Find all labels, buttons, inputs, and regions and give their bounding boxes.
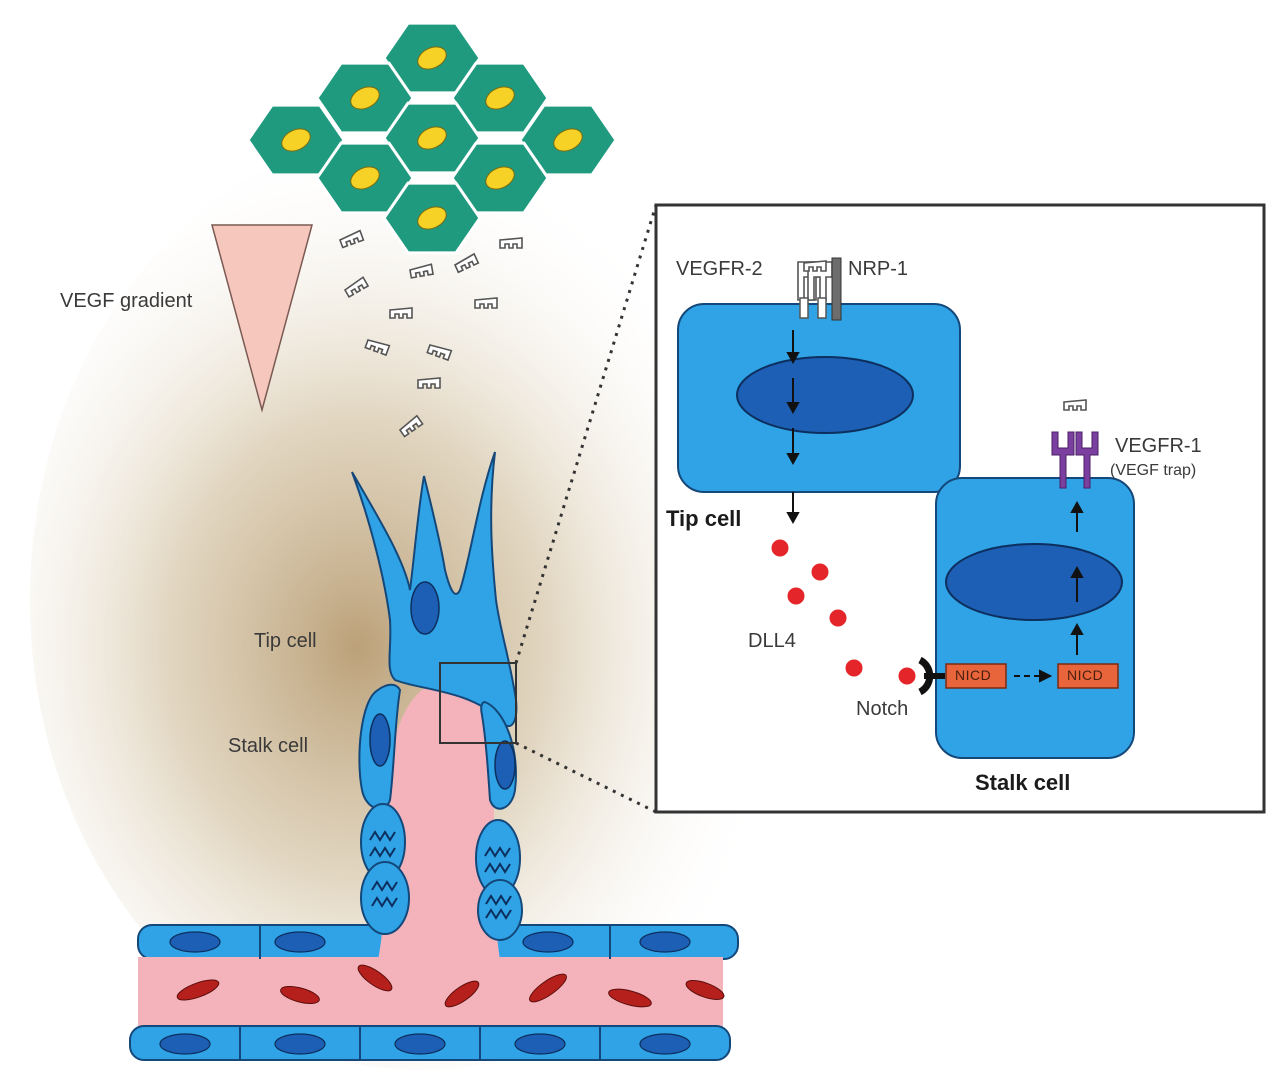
tissue-cell-nucleus xyxy=(417,46,447,70)
dll4-label: DLL4 xyxy=(748,630,796,652)
vegf-molecule-icon xyxy=(474,297,498,309)
tip-cell-nucleus xyxy=(410,581,440,635)
vegfr2-receptor-icon xyxy=(797,260,833,319)
inset-stalk-cell-label: Stalk cell xyxy=(975,770,1071,795)
tissue-cells xyxy=(246,21,618,255)
nrp1-receptor-icon xyxy=(831,257,842,321)
dividing-cells-right xyxy=(475,819,523,941)
tissue-cell-nucleus xyxy=(553,128,583,152)
vegf-trapped-icon xyxy=(1063,399,1087,411)
tissue-cell-nucleus xyxy=(281,128,311,152)
nrp1-label: NRP-1 xyxy=(848,258,909,280)
notch-receptor-icon xyxy=(918,656,945,696)
zoom-region-box xyxy=(439,662,517,744)
vegfr2-label: VEGFR-2 xyxy=(676,258,763,280)
notch-label: Notch xyxy=(856,698,909,720)
vegfr1-label: VEGFR-1 xyxy=(1115,435,1202,457)
vegf-trap-label: (VEGF trap) xyxy=(1110,462,1197,479)
stalk-nucleus-left xyxy=(369,713,391,767)
nicd-translocation-arrow xyxy=(1014,669,1053,683)
vegf-gradient-label: VEGF gradient xyxy=(60,290,193,312)
vegf-molecule-icon xyxy=(499,237,523,249)
stalk-nucleus-right xyxy=(494,740,516,790)
dll4-ligand-icons xyxy=(768,536,919,688)
tip-cell-label: Tip cell xyxy=(254,630,317,652)
tissue-cell-nucleus xyxy=(417,206,447,230)
tissue-cell-nucleus xyxy=(485,86,515,110)
nicd-box-right xyxy=(1057,663,1119,689)
inset-tip-cell-label: Tip cell xyxy=(666,506,742,531)
tissue-cell-nucleus xyxy=(350,166,380,190)
stalk-cell-label: Stalk cell xyxy=(228,735,309,757)
nicd-left-label: NICD xyxy=(955,667,992,683)
nicd-box-left xyxy=(945,663,1007,689)
nicd-right-label: NICD xyxy=(1067,667,1104,683)
stalk-cell-signal-arrows xyxy=(1070,500,1084,655)
tissue-cell-nucleus xyxy=(417,126,447,150)
vegf-molecule-icon xyxy=(417,377,441,389)
tip-cell-signal-arrows xyxy=(786,330,800,525)
inset-panel xyxy=(654,203,1266,814)
vegfr1-receptor-icon xyxy=(1051,431,1099,489)
tissue-cell-nucleus xyxy=(350,86,380,110)
red-blood-cells xyxy=(176,964,725,1008)
vegf-gradient-triangle xyxy=(211,224,313,413)
tissue-cell-nucleus xyxy=(485,166,515,190)
vegf-molecule-icon xyxy=(389,307,413,319)
dividing-cells-left xyxy=(360,803,410,935)
